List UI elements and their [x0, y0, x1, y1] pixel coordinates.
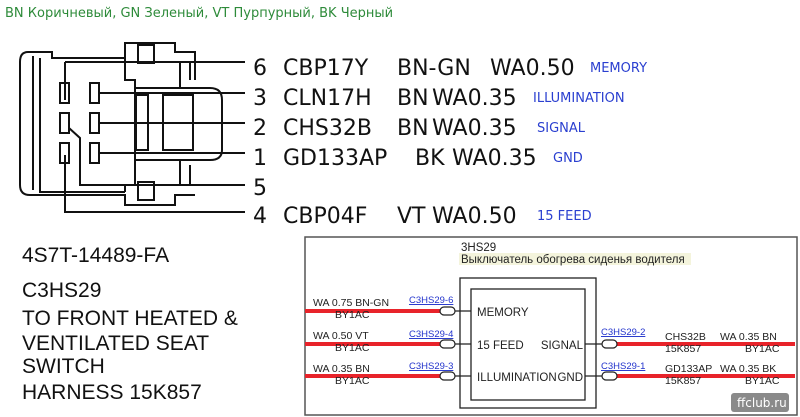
wire-harness: 15K857 [665, 343, 701, 355]
wire-spec: WA 0.35 BK [720, 363, 776, 375]
connector-drawing [19, 42, 245, 213]
left-wire-illumination: WA 0.35 BN BY1AC C3HS29-3 ILLUMINATION [313, 361, 557, 387]
wire-circuit: CHS32B [665, 331, 706, 343]
connector-link[interactable]: C3HS29-2 [601, 327, 645, 338]
pin-function: GND [553, 151, 583, 166]
connector-link[interactable]: C3HS29-6 [409, 295, 453, 306]
left-wire-memory: WA 0.75 BN-GN BY1AC C3HS29-6 MEMORY [313, 295, 529, 321]
pin-circuit: GD133AP [283, 146, 387, 171]
connector-link[interactable]: C3HS29-1 [601, 361, 645, 372]
wire-circuit: GD133AP [665, 363, 712, 375]
watermark: ffclub.ru [737, 396, 787, 410]
schematic-panel: 3HS29 Выключатель обогрева сиденья водит… [304, 236, 798, 416]
watermark-badge [731, 393, 789, 412]
connector-link[interactable]: C3HS29-3 [409, 361, 453, 372]
part-number: 4S7T-14489-FA [22, 244, 169, 267]
wire-spec: WA 0.75 BN-GN [313, 297, 389, 309]
connector-link[interactable]: C3HS29-4 [409, 329, 453, 340]
pin-number: 6 [253, 56, 267, 81]
pin-gauge: WA0.50 [490, 56, 575, 81]
schematic-id: 3HS29 [461, 242, 496, 254]
pin-number: 2 [253, 116, 267, 141]
pin-wire-color: VT [397, 204, 426, 229]
pin-function: ILLUMINATION [533, 91, 625, 106]
pin-function: SIGNAL [537, 121, 586, 136]
pin-label: ILLUMINATION [477, 372, 557, 384]
connector-id: C3HS29 [22, 279, 101, 302]
pin-row-1: 1 GD133AP BK WA0.35 GND [253, 146, 583, 171]
wire-spec: WA 0.50 VT [313, 330, 369, 342]
pin-circuit: CBP04F [283, 204, 367, 229]
pin-circuit: CBP17Y [283, 56, 369, 81]
schematic-title: Выключатель обогрева сиденья водителя [461, 254, 685, 266]
pin-label: GND [557, 372, 583, 384]
pin-function: 15 FEED [537, 209, 592, 224]
pin-gauge: WA0.35 [432, 116, 517, 141]
pin-row-3: 3 CLN17H BN WA0.35 ILLUMINATION [253, 86, 625, 111]
pin-row-6: 6 CBP17Y BN-GN WA0.50 MEMORY [253, 56, 647, 81]
wire-code: BY1AC [335, 375, 370, 387]
pin-wire-color: BK [415, 146, 445, 171]
part-info: 4S7T-14489-FA C3HS29 TO FRONT HEATED & V… [22, 244, 238, 404]
wire-harness: 15K857 [665, 375, 701, 387]
right-wire-gnd: GND C3HS29-1 GD133AP 15K857 WA 0.35 BK B… [557, 361, 779, 387]
wire-code: BY1AC [335, 342, 370, 354]
wire-code: BY1AC [335, 309, 370, 321]
wire-code: BY1AC [745, 375, 780, 387]
pin-number: 4 [253, 204, 267, 229]
pin-gauge: WA0.50 [432, 204, 517, 229]
part-description-3: SWITCH [22, 355, 105, 378]
part-description-1: TO FRONT HEATED & [22, 307, 238, 330]
pin-row-5: 5 [253, 176, 267, 201]
pin-gauge: WA0.35 [452, 146, 537, 171]
color-legend: BN Коричневый, GN Зеленый, VT Пурпурный,… [5, 6, 393, 21]
pin-circuit: CHS32B [283, 116, 372, 141]
wire-spec: WA 0.35 BN [720, 331, 777, 343]
wire-spec: WA 0.35 BN [313, 363, 370, 375]
pin-number: 1 [253, 146, 267, 171]
pin-label: MEMORY [477, 307, 529, 319]
pin-gauge: WA0.35 [432, 86, 517, 111]
wire-code: BY1AC [745, 343, 780, 355]
pin-row-2: 2 CHS32B BN WA0.35 SIGNAL [253, 116, 586, 141]
pin-wire-color: BN [397, 86, 429, 111]
pin-row-4: 4 CBP04F VT WA0.50 15 FEED [253, 204, 592, 229]
harness-id: HARNESS 15K857 [22, 381, 202, 404]
part-description-2: VENTILATED SEAT [22, 332, 209, 355]
pin-circuit: CLN17H [283, 86, 372, 111]
pin-number: 5 [253, 176, 267, 201]
left-wire-15-feed: WA 0.50 VT BY1AC C3HS29-4 15 FEED [313, 329, 524, 354]
pin-wire-color: BN-GN [397, 56, 471, 81]
pin-function: MEMORY [590, 61, 647, 76]
pin-wire-color: BN [397, 116, 429, 141]
pin-label: SIGNAL [541, 340, 584, 352]
pin-label: 15 FEED [477, 340, 524, 352]
pin-number: 3 [253, 86, 267, 111]
right-wire-signal: SIGNAL C3HS29-2 CHS32B 15K857 WA 0.35 BN… [541, 327, 780, 355]
